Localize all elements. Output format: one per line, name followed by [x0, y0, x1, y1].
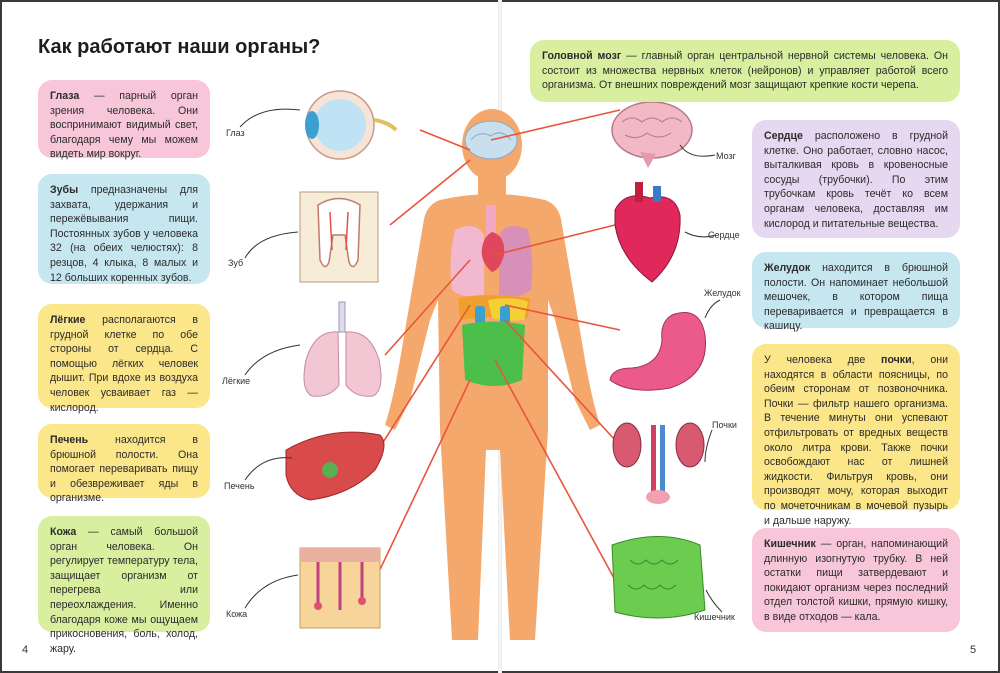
eye-illustration	[305, 90, 398, 160]
intestine-illustration	[611, 536, 706, 619]
skin-term: Кожа	[50, 526, 77, 538]
teeth-info-box: Зубы предназначены для захвата, удержани…	[38, 174, 210, 284]
heart-text: расположено в грудной клетке. Оно работа…	[764, 130, 948, 230]
page-number-right: 5	[970, 644, 977, 656]
kidneys-info-box: У человека две почки, они находятся в об…	[752, 344, 960, 527]
label-intestine: Кишечник	[694, 612, 735, 622]
label-skin: Кожа	[226, 609, 248, 619]
lungs-illustration	[303, 301, 382, 397]
teeth-term: Зубы	[50, 184, 79, 196]
eyes-info-box: Глаза — парный орган зрения человека. Он…	[38, 80, 210, 161]
tooth-illustration	[299, 191, 379, 283]
skin-info-box: Кожа — самый большой орган человека. Он …	[38, 516, 210, 655]
skin-illustration	[299, 547, 381, 629]
label-liver: Печень	[224, 481, 255, 491]
stomach-text: находится в брюшной полости. Он напомина…	[764, 262, 948, 333]
intestine-text: — орган, напоминающий длинную изогнутую …	[764, 538, 948, 623]
label-stomach: Желудок	[704, 288, 741, 298]
liver-text: находится в брюшной полости. Она помогае…	[50, 434, 198, 505]
liver-info-box: Печень находится в брюшной полости. Она …	[38, 424, 210, 504]
label-brain: Мозг	[716, 151, 736, 161]
lungs-info-box: Лёгкие располагаются в грудной клетке по…	[38, 304, 210, 414]
brain-text: — главный орган центральной нервной сист…	[542, 50, 948, 92]
brain-term: Головной мозг	[542, 50, 622, 62]
pointer-lines	[374, 109, 621, 581]
heart-term: Сердце	[764, 130, 803, 142]
heart-illustration	[614, 182, 681, 283]
label-tooth: Зуб	[228, 258, 244, 268]
stomach-term: Желудок	[764, 262, 811, 274]
page-number-left: 4	[22, 644, 29, 656]
skin-text: — самый большой орган человека. Он регул…	[50, 526, 198, 655]
kidneys-text: , они находятся в области поясницы, по о…	[764, 354, 948, 527]
liver-term: Печень	[50, 434, 89, 446]
body-organs	[450, 120, 533, 386]
label-kidneys: Почки	[712, 420, 737, 430]
brain-info-box: Головной мозг — главный орган центрально…	[530, 40, 960, 102]
heart-info-box: Сердце расположено в грудной клетке. Оно…	[752, 120, 960, 238]
intestine-term: Кишечник	[764, 538, 816, 550]
kidneys-illustration	[612, 422, 705, 504]
label-eye: Глаз	[226, 128, 245, 138]
lungs-text: располагаются в грудной клетке по обе ст…	[50, 314, 198, 414]
label-heart: Сердце	[708, 230, 740, 240]
label-connectors	[239, 108, 723, 613]
page-title: Как работают наши органы?	[38, 36, 321, 58]
label-lungs: Лёгкие	[222, 376, 251, 386]
stomach-info-box: Желудок находится в брюшной полости. Он …	[752, 252, 960, 332]
eyes-term: Глаза	[50, 90, 80, 102]
intestine-info-box: Кишечник — орган, напоминающий длинную и…	[752, 528, 960, 632]
teeth-text: предназначены для захвата, удержания и п…	[50, 184, 198, 284]
liver-illustration	[285, 431, 385, 501]
kidneys-term: почки	[881, 354, 912, 366]
stomach-illustration	[609, 312, 707, 391]
eyes-text: — парный орган зрения человека. Они восп…	[50, 90, 198, 161]
lungs-term: Лёгкие	[50, 314, 86, 326]
kidneys-pre: У человека две	[764, 354, 882, 366]
brain-illustration	[611, 101, 693, 168]
